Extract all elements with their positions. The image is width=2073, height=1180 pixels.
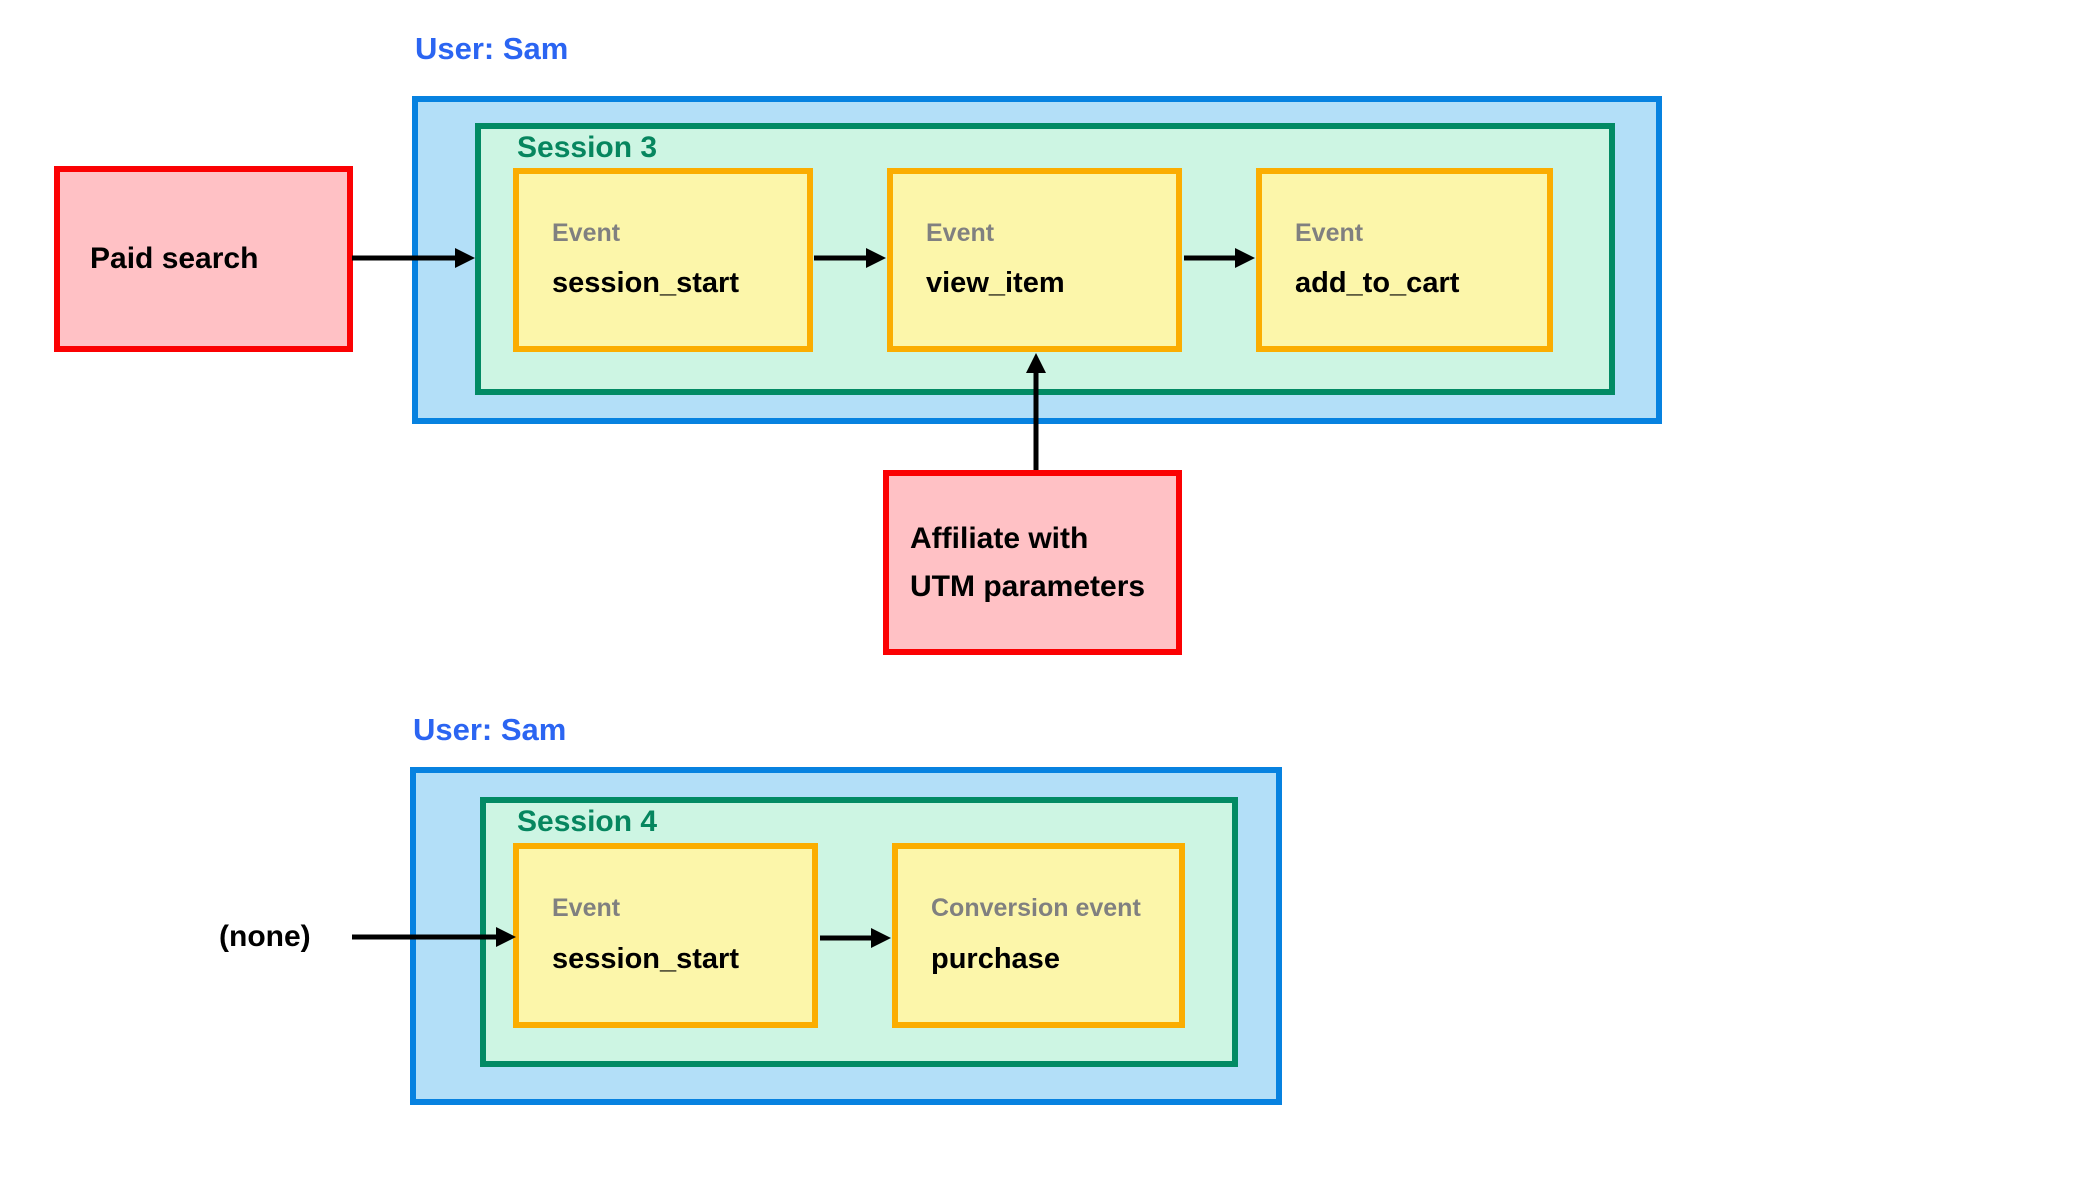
arrow-head — [455, 248, 475, 268]
arrow-session-start-to-view-item — [814, 247, 886, 269]
event-card-add-to-cart: Event add_to_cart — [1256, 168, 1553, 352]
annotation-box-affiliate-utm: Affiliate with UTM parameters — [883, 470, 1182, 655]
arrow-shaft — [352, 934, 500, 940]
source-box-paid-search: Paid search — [54, 166, 353, 352]
arrow-shaft — [820, 935, 875, 941]
arrow-none-to-session-start — [352, 926, 516, 948]
event-kind-label: Event — [552, 218, 621, 247]
event-kind-label: Conversion event — [931, 894, 1141, 923]
event-kind-label: Event — [926, 218, 995, 247]
event-name: session_start — [552, 942, 739, 975]
annotation-line: UTM parameters — [910, 569, 1146, 603]
event-name: session_start — [552, 267, 739, 300]
arrow-head — [1026, 353, 1046, 373]
arrow-shaft — [814, 255, 870, 261]
event-name: view_item — [926, 267, 1065, 300]
arrow-head — [871, 928, 891, 948]
event-card-session-start-bottom: Event session_start — [513, 843, 818, 1028]
session-label-session-3: Session 3 — [517, 131, 658, 164]
event-card-purchase: Conversion event purchase — [892, 843, 1185, 1028]
event-name: add_to_cart — [1295, 267, 1460, 300]
arrow-shaft — [1184, 255, 1239, 261]
arrow-head — [866, 248, 886, 268]
user-label-top: User: Sam — [415, 31, 569, 66]
event-kind-label: Event — [1295, 218, 1364, 247]
arrow-affiliate-to-view-item — [1025, 353, 1047, 470]
arrow-head — [496, 927, 516, 947]
arrow-view-item-to-add-to-cart — [1184, 247, 1255, 269]
annotation-line: Affiliate with — [910, 521, 1089, 555]
user-label-bottom: User: Sam — [413, 712, 567, 747]
event-kind-label: Event — [552, 894, 621, 923]
event-card-session-start-top: Event session_start — [513, 168, 813, 352]
event-card-view-item: Event view_item — [887, 168, 1182, 352]
arrow-head — [1235, 248, 1255, 268]
event-name: purchase — [931, 942, 1060, 975]
source-label-none: (none) — [219, 920, 311, 953]
arrow-session-start-to-purchase — [820, 927, 891, 949]
arrow-shaft — [1033, 369, 1039, 470]
session-label-session-4: Session 4 — [517, 805, 658, 838]
arrow-shaft — [352, 255, 459, 261]
source-label: Paid search — [90, 242, 259, 275]
arrow-paid-search-to-session — [352, 247, 475, 269]
